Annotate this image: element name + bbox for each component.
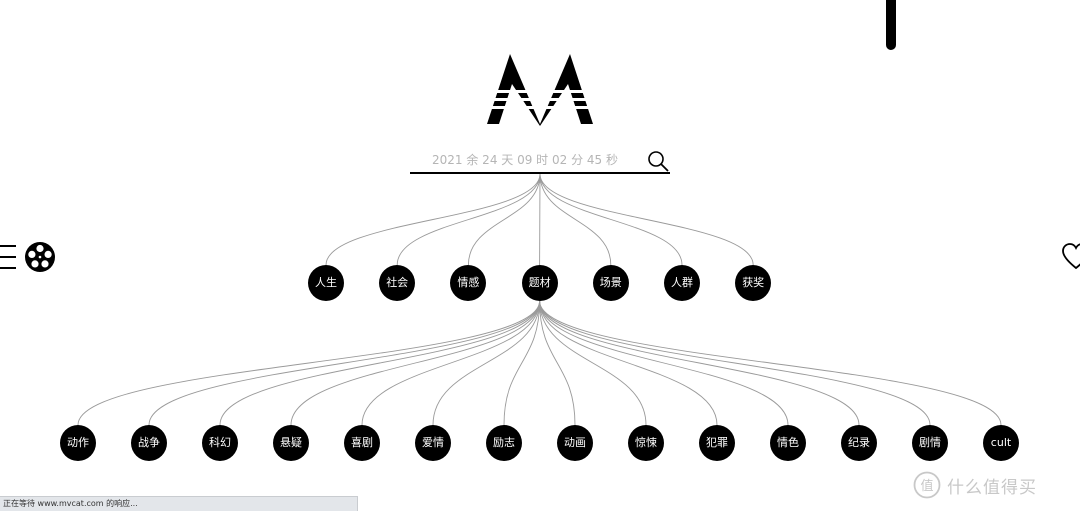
link-root-to-0 [325,173,541,266]
category-node[interactable]: 场景 [592,265,629,301]
genre-node[interactable]: 战争 [131,425,167,461]
genre-node[interactable]: cult [983,425,1019,461]
category-node[interactable]: 获奖 [735,265,772,301]
link-genre-3 [290,300,541,426]
link-root-to-5 [539,173,683,266]
genre-node[interactable]: 情色 [770,425,806,461]
genre-node[interactable]: 悬疑 [273,425,309,461]
link-genre-2 [219,300,541,426]
link-genre-12 [539,300,931,426]
link-root-to-2 [467,173,541,266]
genre-node[interactable]: 爱情 [415,425,451,461]
genre-node[interactable]: 动作 [60,425,96,461]
genre-node[interactable]: 惊悚 [628,425,664,461]
link-genre-0 [77,300,541,426]
site-logo[interactable] [487,54,593,126]
category-node[interactable]: 人生 [308,265,344,301]
link-genre-7 [539,300,576,426]
search-input[interactable] [410,148,640,172]
link-genre-9 [539,300,718,426]
link-root-to-6 [539,173,754,266]
genre-node[interactable]: 纪录 [841,425,877,461]
link-genre-11 [539,300,860,426]
link-root-to-1 [396,173,541,266]
genre-node[interactable]: 励志 [486,425,522,461]
film-reel-icon[interactable] [24,241,56,273]
link-genre-4 [361,300,541,426]
menu-icon[interactable] [0,244,18,270]
category-node[interactable]: 情感 [450,265,487,301]
heart-icon[interactable] [1062,243,1080,271]
watermark: 值 什么值得买 [913,470,1037,500]
genre-node[interactable]: 剧情 [912,425,948,461]
genre-node[interactable]: 喜剧 [344,425,380,461]
genre-node[interactable]: 科幻 [202,425,238,461]
link-genre-8 [539,300,647,426]
category-node[interactable]: 社会 [379,265,416,301]
svg-text:值: 值 [920,478,933,494]
link-genre-6 [503,300,541,426]
top-scroll-bar[interactable] [886,0,896,50]
browser-status-bar: 正在等待 www.mvcat.com 的响应... [0,496,358,511]
category-node[interactable]: 题材 [521,265,558,301]
search-icon[interactable] [646,149,670,173]
category-node[interactable]: 人群 [664,265,700,301]
watermark-badge: 值 [913,471,941,499]
link-genre-10 [539,300,789,426]
search-box [410,148,670,174]
link-root-to-4 [539,173,612,266]
genre-node[interactable]: 犯罪 [699,425,735,461]
genre-node[interactable]: 动画 [557,425,593,461]
watermark-text: 什么值得买 [947,477,1037,498]
link-genre-13 [539,300,1002,426]
link-genre-1 [148,300,541,426]
link-genre-5 [432,300,541,426]
